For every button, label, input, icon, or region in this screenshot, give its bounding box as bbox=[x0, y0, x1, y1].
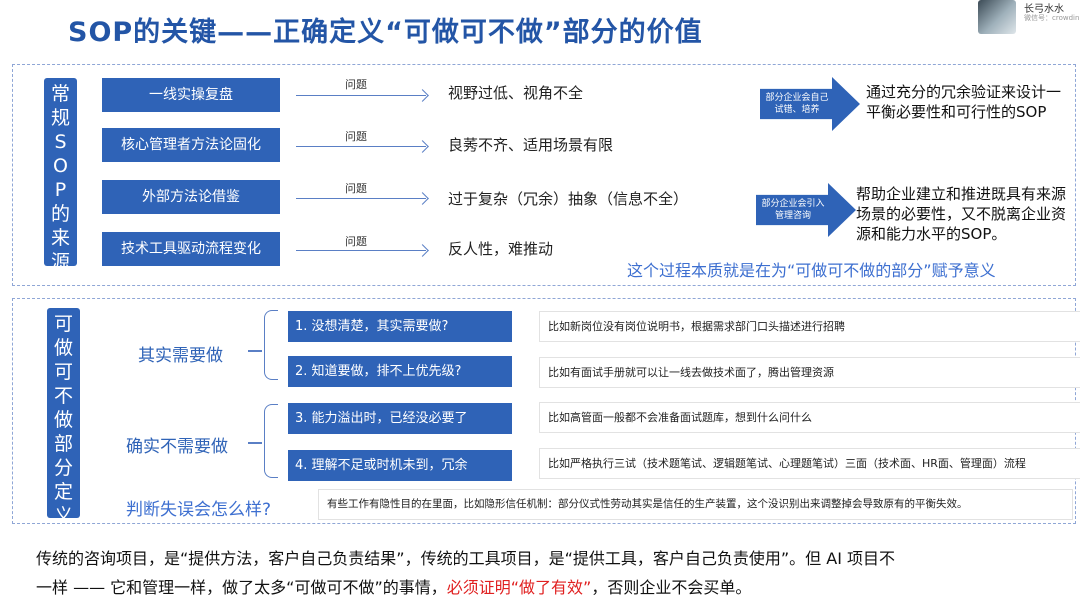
consulting-arrow-label: 部分企业会引入管理咨询 bbox=[761, 199, 825, 221]
optional-item-2: 2. 知道要做，排不上优先级? bbox=[288, 356, 512, 387]
section-label-optional-definition: 可做可不做部分定义 bbox=[47, 308, 80, 527]
arrow-right-icon bbox=[296, 250, 426, 251]
source-box-4: 技术工具驱动流程变化 bbox=[102, 232, 280, 266]
brace-actually-needed bbox=[264, 310, 278, 380]
result-2-line-1: 帮助企业建立和推进既具有来源 bbox=[856, 185, 1067, 203]
example-3: 比如高管面一般都不会准备面试题库，想到什么问什么 bbox=[539, 402, 1080, 433]
optional-item-4: 4. 理解不足或时机未到，冗余 bbox=[288, 450, 512, 481]
sop-source-section bbox=[12, 64, 1076, 286]
source-box-1: 一线实操复盘 bbox=[102, 78, 280, 112]
source-box-3: 外部方法论借鉴 bbox=[102, 180, 280, 214]
footer-line-2-end: ，否则企业不会买单。 bbox=[591, 578, 752, 597]
problem-text-4: 反人性，难推动 bbox=[448, 240, 554, 258]
account-avatar bbox=[978, 0, 1016, 34]
result-2-line-3: 源和能力水平的SOP。 bbox=[856, 225, 1007, 243]
problem-text-3: 过于复杂（冗余）抽象（信息不全） bbox=[448, 190, 689, 208]
arrow-right-icon bbox=[296, 146, 426, 147]
result-text-2: 帮助企业建立和推进既具有来源 场景的必要性，又不脱离企业资 源和能力水平的SOP… bbox=[856, 184, 1066, 244]
footer-line-1: 传统的咨询项目，是“提供方法，客户自己负责结果”，传统的工具项目，是“提供工具，… bbox=[36, 549, 895, 568]
brace-tick bbox=[248, 350, 262, 352]
source-box-2: 核心管理者方法论固化 bbox=[102, 128, 280, 162]
arrow-right-icon bbox=[296, 95, 426, 96]
result-1-line-2: 平衡必要性和可行性的SOP bbox=[866, 103, 1047, 121]
question-label-3: 问题 bbox=[345, 182, 367, 195]
result-1-line-1: 通过充分的冗余验证来设计一 bbox=[866, 83, 1062, 101]
self-trial-arrow-label: 部分企业会自己试错、培养 bbox=[765, 93, 829, 115]
category-actually-needed: 其实需要做 bbox=[138, 346, 223, 366]
category-not-needed: 确实不需要做 bbox=[126, 437, 228, 457]
misjudgment-question: 判断失误会怎么样? bbox=[126, 500, 272, 520]
misjudgment-example: 有些工作有隐性目的在里面，比如隐形信任机制：部分仪式性劳动其实是信任的生产装置，… bbox=[318, 489, 1073, 520]
result-text-1: 通过充分的冗余验证来设计一 平衡必要性和可行性的SOP bbox=[866, 82, 1061, 122]
question-label-1: 问题 bbox=[345, 78, 367, 91]
slide-title: SOP的关键——正确定义“可做可不做”部分的价值 bbox=[68, 17, 703, 48]
footer-line-2-start: 一样 —— 它和管理一样，做了太多“可做可不做”的事情， bbox=[36, 578, 447, 597]
example-2: 比如有面试手册就可以让一线去做技术面了，腾出管理资源 bbox=[539, 357, 1080, 388]
optional-item-3: 3. 能力溢出时，已经没必要了 bbox=[288, 403, 512, 434]
problem-text-1: 视野过低、视角不全 bbox=[448, 84, 584, 102]
essence-statement: 这个过程本质就是在为“可做可不做的部分”赋予意义 bbox=[627, 261, 996, 280]
optional-item-1: 1. 没想清楚，其实需要做? bbox=[288, 311, 512, 342]
question-label-2: 问题 bbox=[345, 130, 367, 143]
brace-not-needed bbox=[264, 404, 278, 478]
example-1: 比如新岗位没有岗位说明书，根据需求部门口头描述进行招聘 bbox=[539, 311, 1080, 342]
problem-text-2: 良莠不齐、适用场景有限 bbox=[448, 136, 614, 154]
question-label-4: 问题 bbox=[345, 235, 367, 248]
example-4: 比如严格执行三试（技术题笔试、逻辑题笔试、心理题笔试）三面（技术面、HR面、管理… bbox=[539, 448, 1080, 479]
result-2-line-2: 场景的必要性，又不脱离企业资 bbox=[856, 205, 1067, 223]
account-name: 长弓水水 bbox=[1024, 4, 1064, 15]
footer-line-2: 一样 —— 它和管理一样，做了太多“可做可不做”的事情，必须证明“做了有效”，否… bbox=[36, 574, 751, 598]
account-wechat-id: 微信号：crowdin bbox=[1024, 14, 1080, 22]
footer-highlight: 必须证明“做了有效” bbox=[446, 578, 592, 597]
arrow-right-icon bbox=[296, 198, 426, 199]
brace-tick bbox=[248, 442, 262, 444]
